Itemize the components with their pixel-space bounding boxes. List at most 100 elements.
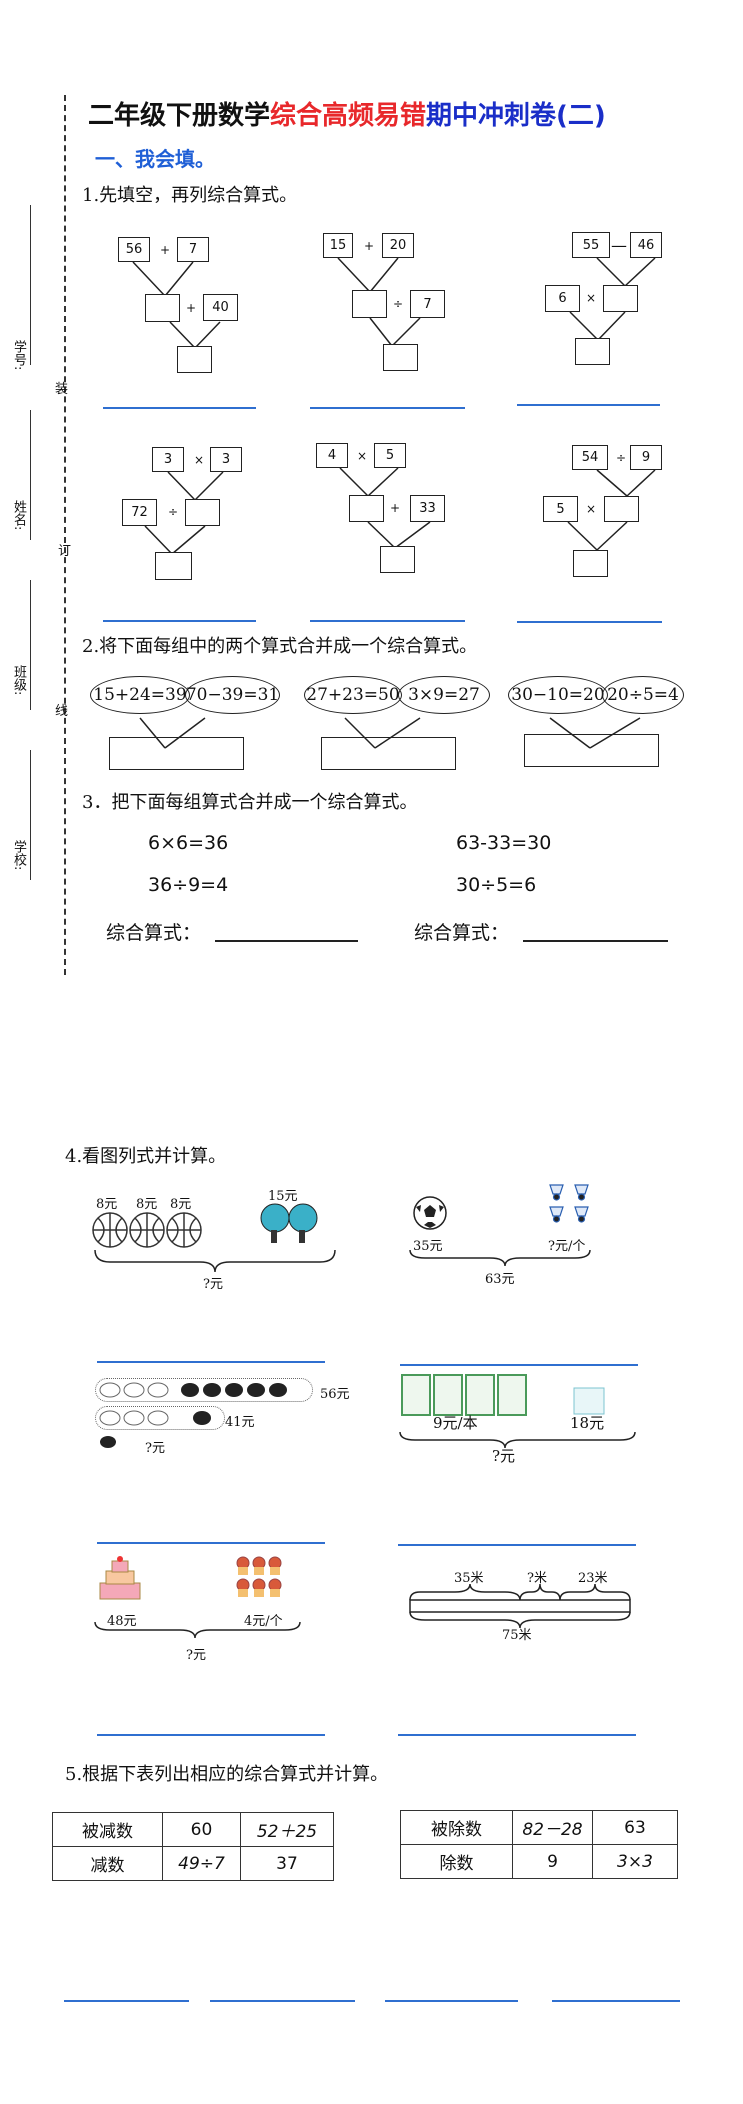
p1-answer-line[interactable] xyxy=(97,1361,325,1363)
d2-answer-box-2[interactable] xyxy=(383,344,418,371)
table-cell: 减数 xyxy=(52,1846,163,1881)
p3-group-1 xyxy=(95,1378,313,1402)
p2-total: 63元 xyxy=(485,1272,515,1287)
d5-box-a: 4 xyxy=(316,443,348,468)
book-icon xyxy=(401,1374,527,1416)
d6-answer-box-1[interactable] xyxy=(604,496,639,522)
table-cell: 63 xyxy=(592,1810,678,1845)
name-line xyxy=(30,410,31,540)
table-cell: 60 xyxy=(162,1812,241,1847)
d1-answer-box-1[interactable] xyxy=(145,294,180,322)
table-row: 减数 49÷7 37 xyxy=(52,1846,334,1881)
d4-box-a: 3 xyxy=(152,447,184,472)
p4-answer-line[interactable] xyxy=(398,1544,636,1546)
d2-box-a: 15 xyxy=(323,233,353,258)
table-cell: 82－28 xyxy=(512,1810,593,1845)
d4-box-c: 72 xyxy=(122,499,157,526)
p5-answer-line[interactable] xyxy=(97,1734,325,1736)
table-cell: 被减数 xyxy=(52,1812,163,1847)
p1-price-ball-2: 8元 xyxy=(136,1197,158,1212)
q4-prompt: 4.看图列式并计算。 xyxy=(65,1146,227,1167)
p6-total: 75米 xyxy=(502,1628,532,1643)
football-icon xyxy=(413,1196,447,1230)
p3-value-1: 56元 xyxy=(320,1387,350,1402)
d1-answer-line[interactable] xyxy=(103,407,256,409)
table-cell: 52＋25 xyxy=(240,1812,334,1847)
d6-box-b: 9 xyxy=(630,445,662,470)
p6-answer-line[interactable] xyxy=(398,1734,636,1736)
field-name: 姓名: xyxy=(11,500,26,531)
d5-answer-line[interactable] xyxy=(310,620,465,622)
d3-box-c: 6 xyxy=(545,285,580,312)
d4-answer-line[interactable] xyxy=(103,620,256,622)
d5-op1: × xyxy=(357,449,368,463)
page-title: 二年级下册数学综合高频易错期中冲刺卷(二) xyxy=(88,95,606,132)
q3-g2-answer-line[interactable] xyxy=(523,940,668,942)
d1-op1: + xyxy=(160,243,171,257)
d2-answer-box-1[interactable] xyxy=(352,290,387,318)
p1-price-paddle: 15元 xyxy=(268,1189,298,1204)
p6-seg-b: ?米 xyxy=(527,1571,547,1586)
q2-g2-answer-box[interactable] xyxy=(321,737,456,770)
d3-answer-line[interactable] xyxy=(517,404,660,406)
d4-box-b: 3 xyxy=(210,447,242,472)
q5-answer-line-3[interactable] xyxy=(385,2000,518,2002)
table-row: 被除数 82－28 63 xyxy=(400,1810,678,1845)
d6-box-c: 5 xyxy=(543,496,578,522)
p2-ball-price: 35元 xyxy=(413,1239,443,1254)
d6-answer-box-2[interactable] xyxy=(573,550,608,577)
binding-dashed-line xyxy=(64,95,66,975)
p2-answer-line[interactable] xyxy=(400,1364,638,1366)
field-student-number: 学号: xyxy=(11,340,26,371)
d4-answer-box-1[interactable] xyxy=(185,499,220,526)
q3-g2-label: 综合算式： xyxy=(414,922,510,944)
field-school: 学校: xyxy=(11,840,26,871)
p1-total: ?元 xyxy=(203,1277,223,1292)
d3-answer-box-2[interactable] xyxy=(575,338,610,365)
q2-g2-eq1: 27+23=50 xyxy=(304,676,402,714)
d5-answer-box-1[interactable] xyxy=(349,495,384,522)
d2-answer-line[interactable] xyxy=(310,407,465,409)
q5-answer-line-1[interactable] xyxy=(64,2000,189,2002)
cupcake-icon xyxy=(236,1556,282,1597)
q2-g1-eq2: 70−39=31 xyxy=(185,676,280,714)
d3-box-b: 46 xyxy=(630,232,662,258)
q3-g2-eq1: 63-33=30 xyxy=(456,832,552,854)
d3-box-a: 55 xyxy=(572,232,610,258)
q5-answer-line-2[interactable] xyxy=(210,2000,355,2002)
d4-answer-box-2[interactable] xyxy=(155,552,192,580)
q5-answer-line-4[interactable] xyxy=(552,2000,680,2002)
d2-op1: + xyxy=(364,239,375,253)
d6-answer-line[interactable] xyxy=(517,621,662,623)
table-row: 被减数 60 52＋25 xyxy=(52,1812,334,1847)
d3-answer-box-1[interactable] xyxy=(603,285,638,312)
q2-prompt: 2.将下面每组中的两个算式合并成一个综合算式。 xyxy=(82,636,478,657)
q2-g3-answer-box[interactable] xyxy=(524,734,659,767)
pen-box-icon xyxy=(573,1387,605,1415)
table-cell: 9 xyxy=(512,1844,593,1879)
d1-answer-box-2[interactable] xyxy=(177,346,212,373)
d2-op2: ÷ xyxy=(393,297,404,311)
p5-cake-price: 48元 xyxy=(107,1614,137,1629)
d6-op1: ÷ xyxy=(616,451,627,465)
p4-total: ?元 xyxy=(492,1447,516,1465)
q1-prompt: 1.先填空，再列综合算式。 xyxy=(82,185,298,206)
d4-op1: × xyxy=(194,453,205,467)
d5-answer-box-2[interactable] xyxy=(380,546,415,573)
ping-pong-paddle-icon xyxy=(260,1203,318,1243)
d6-box-a: 54 xyxy=(572,445,608,470)
p3-value-2: 41元 xyxy=(225,1415,255,1430)
d1-box-c: 40 xyxy=(203,294,238,321)
bind-char-zhuang: 装 xyxy=(55,382,69,397)
q3-g1-answer-line[interactable] xyxy=(215,940,358,942)
section-heading: 一、我会填。 xyxy=(95,147,215,171)
d5-box-c: 33 xyxy=(410,495,445,522)
q2-g1-answer-box[interactable] xyxy=(109,737,244,770)
table-cell: 被除数 xyxy=(400,1810,513,1845)
d3-op2: × xyxy=(586,291,597,305)
p3-answer-line[interactable] xyxy=(97,1542,325,1544)
basketball-icon xyxy=(92,1212,202,1248)
class-line xyxy=(30,580,31,710)
q2-g3-eq1: 30−10=20 xyxy=(508,676,608,714)
